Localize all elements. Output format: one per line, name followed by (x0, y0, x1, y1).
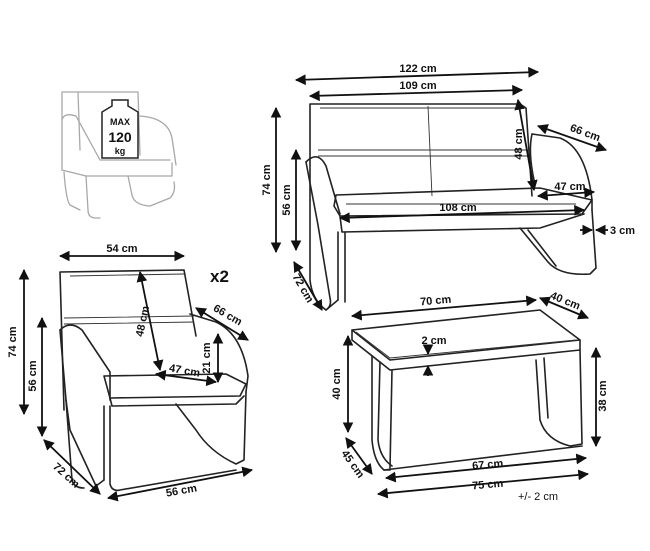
sofa-total-height-label: 74 cm (261, 164, 273, 195)
table-total-height-label: 40 cm (331, 368, 343, 399)
table-top-length-label: 70 cm (420, 294, 452, 309)
chair-seat-height-label: 56 cm (27, 360, 39, 391)
table-leg-height-label: 38 cm (597, 380, 609, 411)
weight-capacity-badge: MAX 120 kg (101, 99, 139, 159)
tolerance-note: +/- 2 cm (518, 491, 558, 503)
sofa-seat-depth-label: 47 cm (554, 181, 585, 193)
capacity-unit: kg (115, 146, 126, 156)
sofa-arm-depth-label: 66 cm (568, 122, 602, 144)
quantity-multiplier: x2 (210, 267, 229, 286)
chair-seat-depth-label: 47 cm (168, 362, 201, 379)
sofa-overall-width-label: 122 cm (399, 63, 437, 75)
chair-width-label: 54 cm (106, 243, 137, 255)
capacity-max-label: MAX (110, 117, 130, 127)
chair-arm-depth-label: 66 cm (211, 302, 244, 328)
sofa-seat-width-label: 108 cm (439, 202, 477, 214)
sofa-back-height-label: 48 cm (513, 128, 525, 159)
table-base-length-label: 67 cm (472, 458, 504, 473)
chair-total-depth-label: 72 cm (50, 461, 81, 491)
sofa-seat-height-label: 56 cm (281, 184, 293, 215)
chair-base-width-label: 56 cm (165, 482, 198, 499)
ghost-chair-illustration (61, 91, 177, 219)
dimension-lines (18, 66, 608, 502)
capacity-value: 120 (108, 129, 132, 145)
table-drawing (351, 309, 583, 471)
table-overall-length-label: 75 cm (472, 478, 504, 493)
chair-total-height-label: 74 cm (7, 326, 19, 357)
table-base-depth-label: 45 cm (339, 448, 367, 481)
sofa-back-width-label: 109 cm (399, 80, 437, 92)
sofa-frame-tube-label: 3 cm (610, 225, 635, 237)
table-top-thickness-label: 2 cm (421, 335, 446, 347)
chair-arm-height-label: 21 cm (201, 342, 213, 373)
